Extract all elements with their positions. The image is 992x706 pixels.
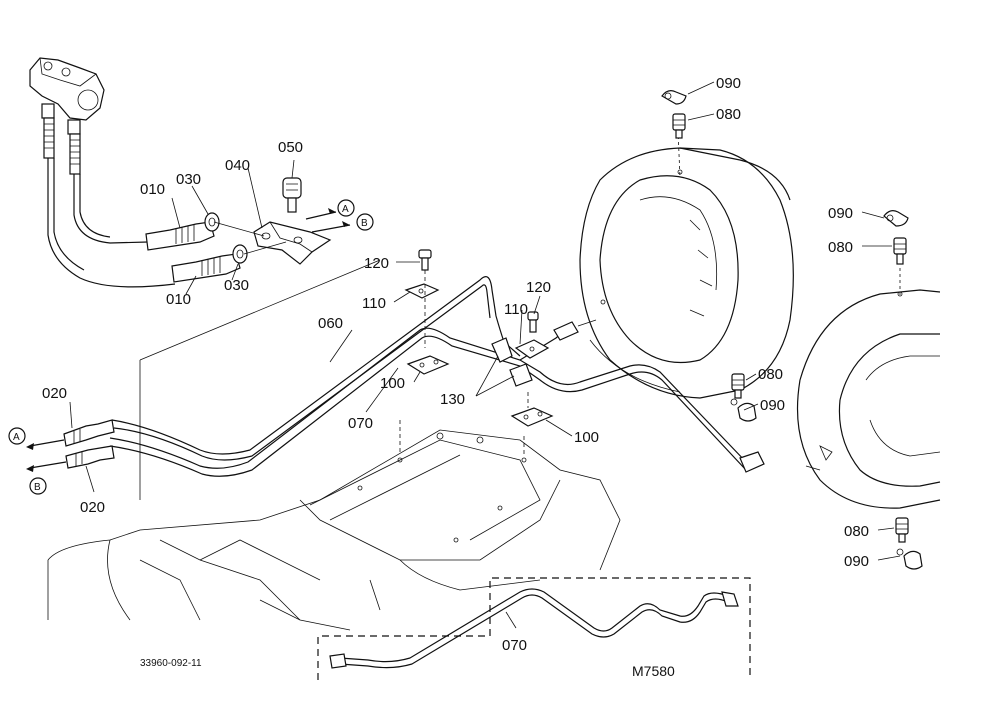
callout-060: 060 <box>318 315 343 332</box>
callout-010-lower: 010 <box>166 291 191 308</box>
rear-wheel <box>579 129 794 399</box>
callout-120-left: 120 <box>364 255 389 272</box>
pipe-060 <box>111 276 521 461</box>
callout-070-main: 070 <box>348 415 373 432</box>
grease-nipple-080-a <box>672 113 686 139</box>
pipe-070 <box>109 325 749 477</box>
callout-120-right: 120 <box>526 279 551 296</box>
callout-090-mid: 090 <box>760 397 785 414</box>
callout-080-bottom: 080 <box>844 523 869 540</box>
plate-100-left <box>406 355 450 375</box>
callout-080-right: 080 <box>828 239 853 256</box>
clamp-110-right <box>514 339 550 359</box>
callout-110-left: 110 <box>362 295 386 312</box>
coupler-bracket <box>213 221 332 265</box>
dust-cap <box>282 177 302 213</box>
grease-nipple-080-d <box>895 517 909 543</box>
drawing-number: 33960-092-11 <box>140 658 202 669</box>
quick-coupler-upper <box>145 221 215 251</box>
callout-070-inset: 070 <box>502 637 527 654</box>
callout-010-upper: 010 <box>140 181 165 198</box>
coupler-020-upper <box>63 419 115 447</box>
port-b-left: B <box>34 482 41 493</box>
port-markers: A B A B <box>13 204 368 493</box>
bolt-120-left <box>418 249 432 348</box>
callout-030-upper: 030 <box>176 171 201 188</box>
callout-040: 040 <box>225 157 250 174</box>
port-a-right: A <box>342 204 349 215</box>
pipe-fitting-rear <box>553 319 765 473</box>
port-arrows-left <box>8 427 67 495</box>
callout-080-top: 080 <box>716 106 741 123</box>
part-callouts: 010 030 040 050 010 030 060 070 120 110 … <box>42 75 869 654</box>
port-b-right: B <box>361 218 368 229</box>
callout-020-lower: 020 <box>80 499 105 516</box>
callout-130: 130 <box>440 391 465 408</box>
callout-050: 050 <box>278 139 303 156</box>
callout-030-lower: 030 <box>224 277 249 294</box>
plate-100-right <box>510 392 554 427</box>
port-a-left: A <box>13 432 20 443</box>
grease-nipple-080-b <box>893 237 907 265</box>
callout-090-top: 090 <box>716 75 741 92</box>
callout-020-upper: 020 <box>42 385 67 402</box>
nut-030-upper <box>204 212 220 232</box>
clamp-130 <box>491 337 533 387</box>
grease-cap-090-c <box>730 398 757 422</box>
clamp-110-left <box>404 283 440 299</box>
tractor-body <box>47 259 621 631</box>
front-wheel <box>796 268 941 509</box>
hoses-upper <box>47 158 176 288</box>
grease-nipple-080-c <box>731 373 745 399</box>
callout-100-left: 100 <box>380 375 405 392</box>
coupler-020-lower <box>65 445 115 469</box>
control-valve <box>29 57 105 175</box>
inset-detail <box>317 577 751 680</box>
leader-lines <box>69 81 901 629</box>
port-arrows-right <box>305 199 374 233</box>
bolt-120-right <box>527 311 539 333</box>
callout-090-right: 090 <box>828 205 853 222</box>
callout-090-bottom: 090 <box>844 553 869 570</box>
grease-cap-090-b <box>883 210 909 227</box>
callout-080-mid: 080 <box>758 366 783 383</box>
grease-cap-090-a <box>661 90 687 105</box>
quick-coupler-lower <box>171 253 241 283</box>
grease-cap-090-d <box>896 548 923 570</box>
callout-110-right: 110 <box>504 301 528 318</box>
callout-100-right: 100 <box>574 429 599 446</box>
figure-code: M7580 <box>632 663 675 679</box>
nut-030-lower <box>232 244 248 264</box>
